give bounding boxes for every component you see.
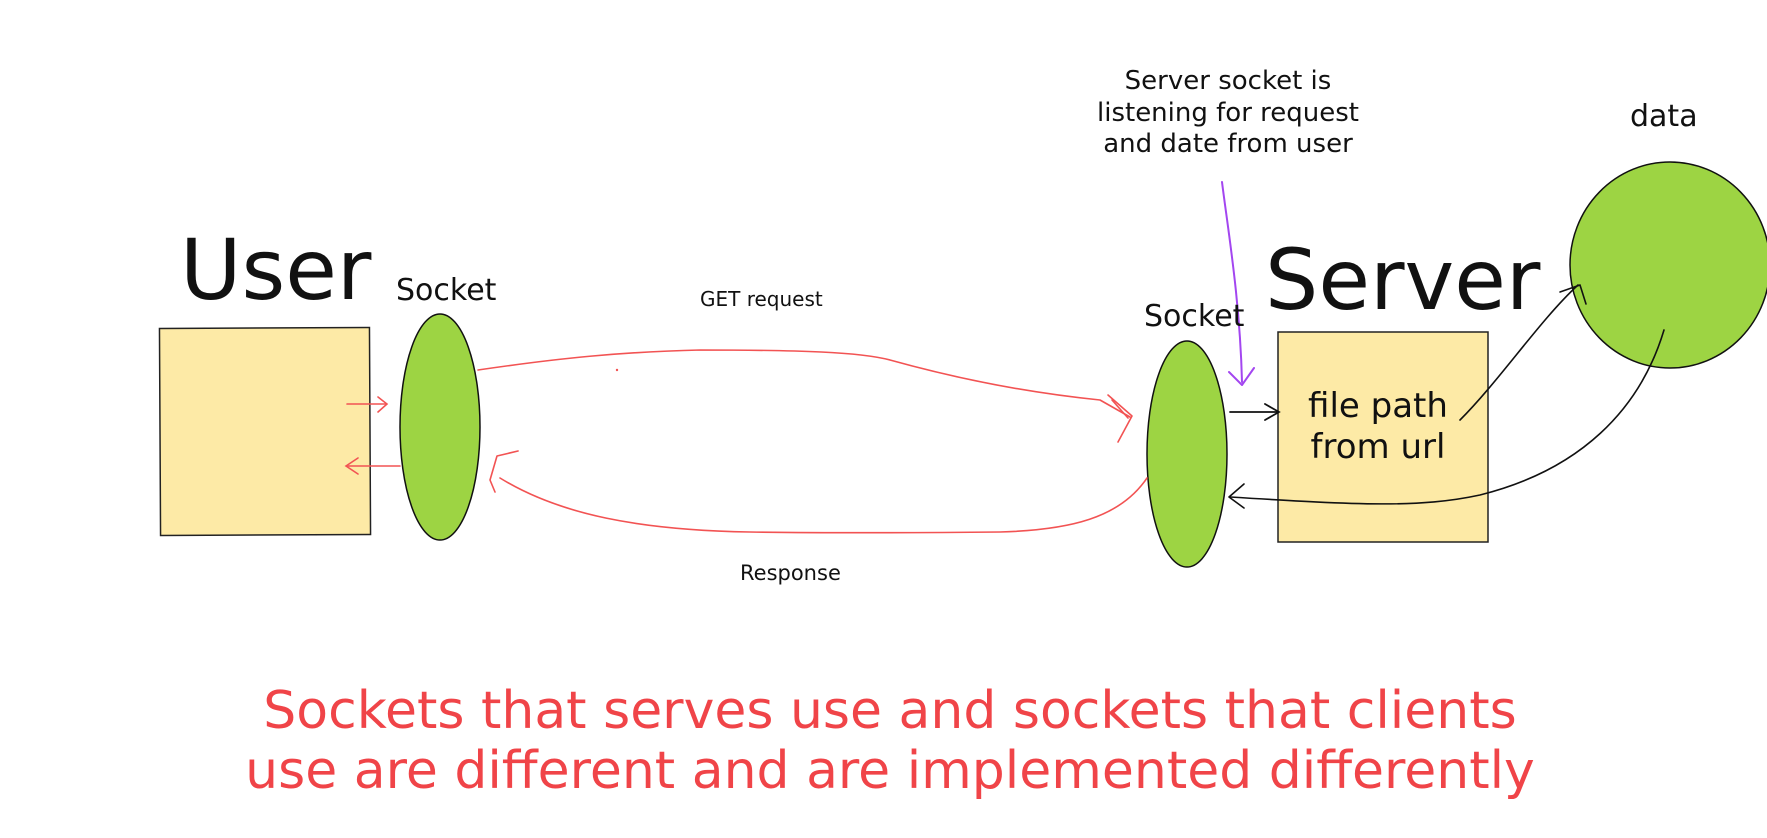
note-line: and date from user xyxy=(1103,129,1353,160)
server-to-data-arrow xyxy=(1459,284,1587,421)
user-title: User xyxy=(180,221,372,319)
stray-dot xyxy=(615,368,619,372)
get-request-label: GET request xyxy=(700,287,823,311)
server-title: Server xyxy=(1265,231,1541,329)
caption-line: Sockets that serves use and sockets that… xyxy=(263,681,1517,741)
user-box xyxy=(158,326,372,537)
data-label: data xyxy=(1630,99,1698,134)
caption-line: use are different and are implemented di… xyxy=(245,740,1535,801)
server-box-line: from url xyxy=(1310,426,1446,467)
server-box-text: file path from url xyxy=(1278,386,1478,468)
data-circle xyxy=(1569,161,1767,369)
note-pointer-arrow xyxy=(1221,181,1255,386)
get-request-arrow xyxy=(477,349,1133,443)
client-socket-label: Socket xyxy=(396,273,497,308)
response-label: Response xyxy=(740,561,841,585)
user-outgoing-arrow xyxy=(346,396,389,413)
server-socket-ellipse xyxy=(1146,340,1228,568)
socket-to-server-arrow xyxy=(1229,403,1281,421)
client-socket-ellipse xyxy=(399,313,481,541)
note-line: Server socket is xyxy=(1124,66,1332,96)
response-arrow xyxy=(489,450,1148,534)
server-box xyxy=(1277,331,1489,543)
user-incoming-arrow xyxy=(344,457,401,475)
caption: Sockets that serves use and sockets that… xyxy=(200,681,1580,802)
server-box-line: file path xyxy=(1308,386,1448,426)
data-to-socket-arrow xyxy=(1228,329,1665,509)
server-socket-label: Socket xyxy=(1144,299,1245,334)
note-line: listening for request xyxy=(1097,97,1359,128)
server-socket-note: Server socket is listening for request a… xyxy=(1092,66,1364,161)
